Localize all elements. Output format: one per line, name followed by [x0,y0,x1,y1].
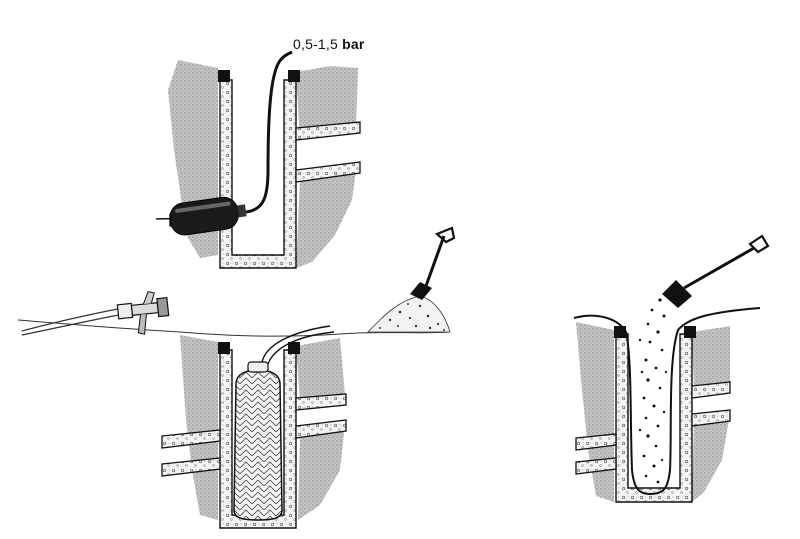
panel-pressure-test [156,50,361,269]
outlet-pipe-upper-3 [691,381,731,399]
manhole-rim-left-2 [218,342,230,354]
panel-bladder-fill [17,226,456,529]
soil-right-lower-3 [692,414,730,502]
inlet-pipe-upper-3 [575,433,617,451]
manhole-rim-right [288,70,300,82]
pressure-range-label: 0,5-1,5 bar [293,36,364,52]
inlet-pipe-lower-2 [161,457,221,477]
inlet-pipe-upper-2 [161,429,221,449]
inlet-pipe-lower-3 [575,457,617,475]
gravel-pile-icon [367,295,451,333]
liner-line [573,307,761,496]
pipe-plug-icon [156,196,247,236]
fill-hose-2 [267,331,335,365]
manhole-wall [219,79,297,269]
soil-right-3 [692,326,730,392]
manhole-wall-2 [219,349,297,529]
outlet-pipe-upper-2 [295,393,347,411]
outlet-pipe-lower-3 [691,409,731,427]
spade-icon-2 [662,234,770,308]
pressure-value: 0,5-1,5 [293,36,338,52]
bladder-bag-icon [233,361,283,521]
outlet-pipe-upper [295,121,361,141]
pressure-unit: bar [342,36,365,52]
soil-right [296,66,358,140]
soil-left-2 [180,335,218,520]
fill-hose [261,325,331,363]
pressure-hose [245,50,293,214]
soil-left-3 [576,322,614,502]
hose-nozzle-icon [21,290,170,336]
manhole-rim-left [218,70,230,82]
outlet-pipe-lower-2 [295,419,347,439]
soil-right-2 [296,338,345,402]
spade-icon [410,226,456,300]
panel-backfill [573,234,770,503]
manhole-rim-right-3 [684,326,696,338]
soil-right-lower [296,170,356,268]
manhole-wall-3 [615,333,693,503]
outlet-pipe-lower [295,161,361,183]
manhole-rim-right-2 [288,342,300,354]
soil-right-lower-2 [298,424,345,520]
falling-gravel [638,298,668,484]
ground-line [17,319,451,337]
